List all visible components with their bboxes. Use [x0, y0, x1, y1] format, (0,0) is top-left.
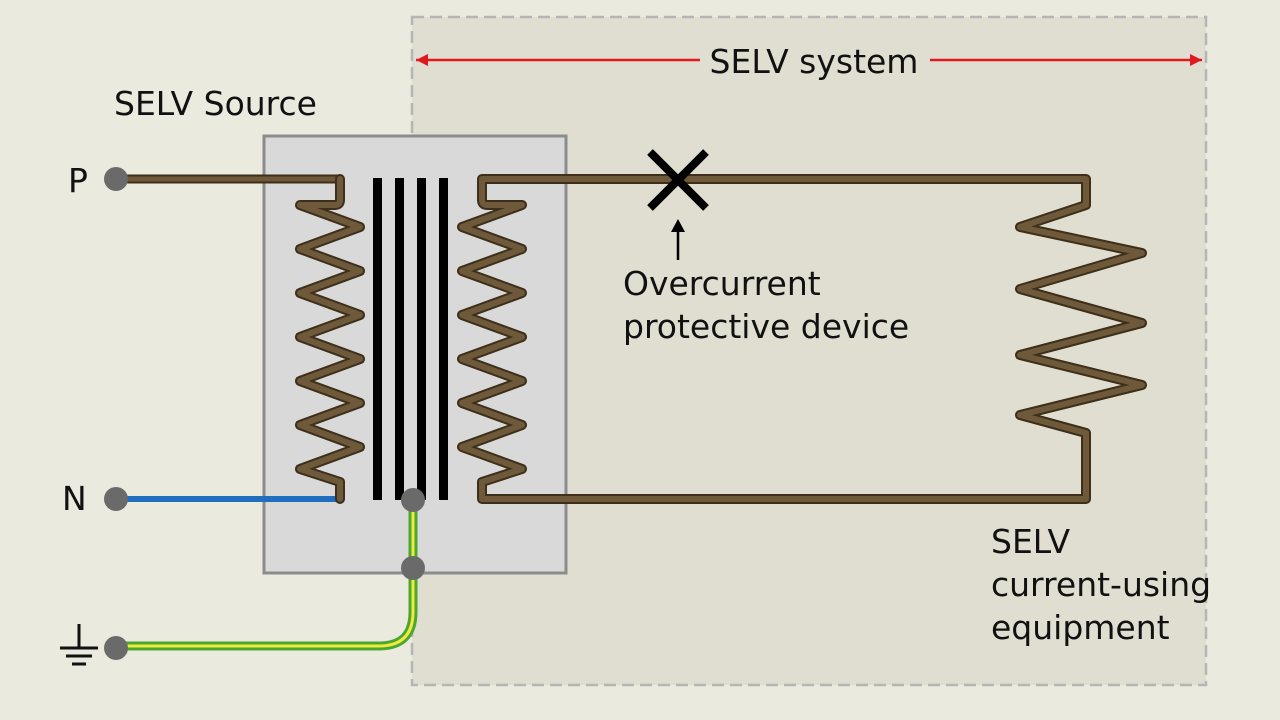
transformer-core [373, 178, 448, 500]
neutral-terminal [104, 487, 128, 511]
overcurrent-label-line2: protective device [623, 307, 909, 346]
earth-ground-icon [60, 624, 98, 666]
secondary-circuit [457, 174, 1147, 504]
primary-winding [295, 174, 365, 504]
neutral-label: N [62, 479, 87, 518]
overcurrent-label-line1: Overcurrent [623, 264, 821, 303]
core-earth-connection [401, 488, 425, 512]
equipment-label-line3: equipment [991, 608, 1170, 647]
cross-mark-icon [647, 149, 709, 211]
equipment-label-line1: SELV [991, 522, 1071, 561]
selv-system-label: SELV system [710, 42, 919, 81]
earth-terminal [104, 636, 128, 660]
phase-terminal [104, 167, 128, 191]
overcurrent-pointer-arrow [671, 219, 685, 260]
equipment-label-line2: current-using [991, 565, 1211, 604]
selv-source-label: SELV Source [114, 84, 317, 123]
enclosure-earth-connection [401, 556, 425, 580]
phase-label: P [68, 161, 88, 200]
earth-conductor [111, 495, 418, 651]
